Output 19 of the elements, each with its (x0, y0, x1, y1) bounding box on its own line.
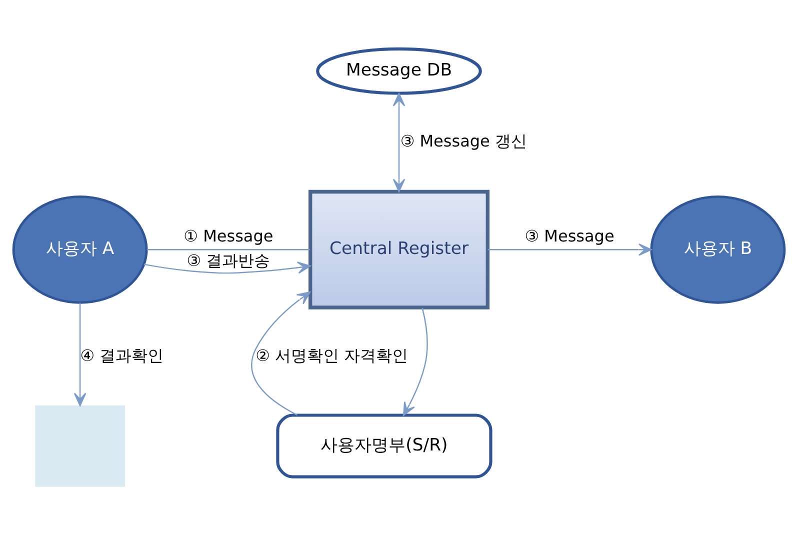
arrow (488, 243, 652, 256)
node-box: 사용자명부(S/R) (276, 414, 492, 478)
edge-label: ① Message (184, 226, 274, 246)
node-ellipse: 사용자 B (650, 195, 786, 304)
edge-label: ③ Message (524, 226, 614, 246)
edge-label: ③ 결과반송 (186, 251, 270, 270)
arrow (144, 262, 311, 274)
node-ellipse: 사용자 A (12, 195, 148, 304)
arrow (403, 308, 428, 416)
arrow (74, 302, 86, 406)
connector (146, 249, 310, 250)
edge-label: ③ Message 갱신 (400, 132, 527, 151)
node-box (35, 405, 125, 487)
edge-label: ④ 결과확인 (80, 346, 164, 365)
node-box: Central Register (308, 190, 490, 310)
node-ellipse: Message DB (316, 47, 482, 95)
arrow (392, 92, 406, 192)
arrow (251, 292, 311, 416)
edge-label: ② 서명확인 자격확인 (256, 346, 408, 365)
